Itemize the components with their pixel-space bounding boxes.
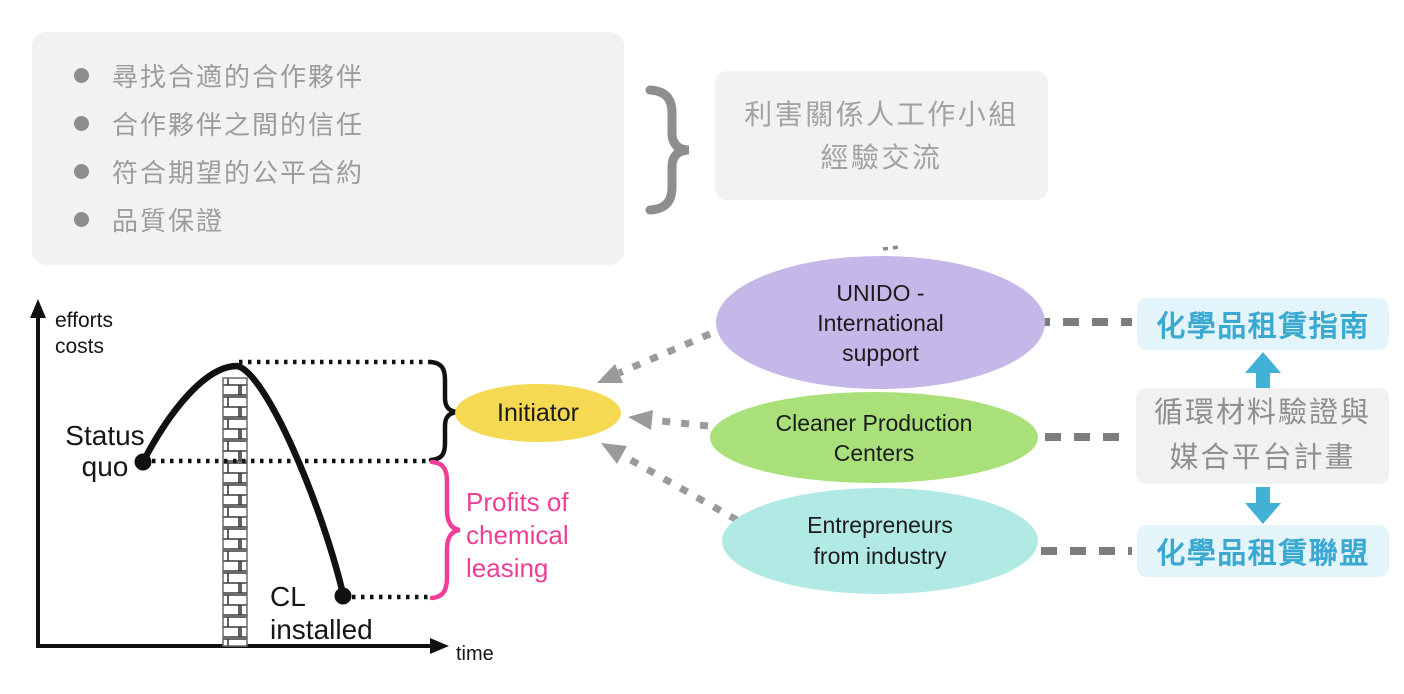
y-axis-label: efforts costs: [55, 309, 113, 358]
x-axis-arrowhead: [430, 638, 449, 654]
brick-wall: [222, 377, 248, 647]
bullet-icon: [74, 163, 89, 179]
challenges-box: 尋找合適的合作夥伴 合作夥伴之間的信任 符合期望的公平合約 品質保證: [32, 32, 624, 265]
arrow-entrepreneurs-to-initiator: [620, 451, 739, 524]
initiator-label: Initiator: [497, 398, 579, 427]
challenge-text: 合作夥伴之間的信任: [112, 109, 365, 140]
cl-installed-point: [334, 587, 352, 605]
chemical-leasing-alliance-box: 化學品租賃聯盟: [1137, 525, 1389, 577]
challenge-text: 尋找合適的合作夥伴: [112, 61, 365, 92]
list-item: 尋找合適的合作夥伴: [32, 51, 624, 99]
list-item: 符合期望的公平合約: [32, 147, 624, 195]
profits-brace: [429, 459, 461, 601]
stakeholder-brace: [645, 85, 690, 215]
arrow-unido-to-initiator: [617, 330, 712, 377]
list-item: 品質保證: [32, 195, 624, 243]
down-arrow: [1245, 487, 1281, 524]
entrepreneurs-ellipse: Entrepreneurs from industry: [722, 488, 1038, 594]
up-arrow: [1245, 352, 1281, 389]
bullet-icon: [74, 211, 89, 227]
status-quo-point: [134, 453, 152, 471]
cleaner-production-ellipse: Cleaner Production Centers: [710, 392, 1038, 483]
arrow-cleaner-to-initiator: [651, 416, 709, 430]
challenge-text: 符合期望的公平合約: [112, 157, 365, 188]
cost-curve: [139, 362, 347, 598]
artifact-dots: [882, 245, 900, 251]
chemical-leasing-guide-box: 化學品租賃指南: [1137, 298, 1389, 350]
status-quo-label: Status quo: [65, 420, 145, 482]
unido-ellipse: UNIDO - International support: [716, 256, 1045, 389]
y-axis-arrowhead: [30, 299, 46, 318]
x-axis-label: time: [456, 643, 494, 665]
cl-installed-label: CL installed: [270, 581, 373, 645]
initiator-ellipse: Initiator: [455, 384, 621, 442]
arrowhead-unido: [597, 364, 623, 383]
arrowhead-entrepreneurs: [601, 443, 627, 464]
stakeholder-line: 利害關係人工作小組: [744, 98, 1019, 130]
platform-program-box: 循環材料驗證與 媒合平台計畫: [1136, 388, 1389, 484]
list-item: 合作夥伴之間的信任: [32, 99, 624, 147]
bullet-icon: [74, 67, 89, 83]
challenge-text: 品質保證: [112, 205, 225, 236]
initiator-brace: [428, 359, 458, 463]
bullet-icon: [74, 115, 89, 131]
stakeholder-workgroup-box: 利害關係人工作小組 經驗交流: [715, 71, 1048, 200]
profits-label: Profits of chemical leasing: [466, 487, 569, 583]
stakeholder-line: 經驗交流: [820, 141, 943, 173]
arrowhead-cleaner: [628, 410, 653, 430]
